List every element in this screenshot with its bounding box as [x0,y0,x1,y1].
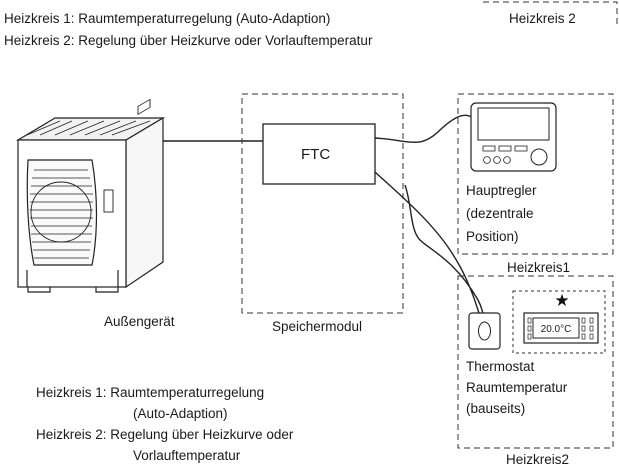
thermostat-label-2: Raumtemperatur [466,380,568,395]
outdoor-unit-icon [15,98,166,293]
thermostat-device-icon [523,312,599,344]
footer-line-2: (Auto-Adaption) [133,406,228,421]
thermostat-display-value: 20.0°C [541,324,572,335]
wire-ftc-controller [374,114,474,143]
thermostat-label-3: (bauseits) [466,401,526,416]
footer-line-1: Heizkreis 1: Raumtemperaturregelung [36,385,265,400]
main-controller-label-3: Position) [466,229,519,244]
ftc-box [262,123,376,185]
thermostat-box [512,290,606,354]
room-sensor-icon [468,312,501,350]
footer-line-4: Vorlauftemperatur [133,448,241,463]
header-line-2: Heizkreis 2: Regelung über Heizkurve ode… [4,33,373,48]
zone1-box [457,93,614,255]
zone2-label: Heizkreis2 [506,452,570,467]
zone1-label: Heizkreis1 [507,260,571,275]
storage-module-label: Speichermodul [272,319,363,334]
zone2-top-box [483,1,618,24]
star-icon: ★ [554,291,569,311]
top-zone2-label: Heizkreis 2 [509,11,576,26]
main-controller-label-1: Hauptregler [466,183,537,198]
thermostat-label-1: Thermostat [466,359,535,374]
main-controller-label-2: (dezentrale [466,206,534,221]
ftc-label: FTC [301,146,331,163]
header-line-1: Heizkreis 1: Raumtemperaturregelung (Aut… [4,11,331,26]
outdoor-unit-label: Außengerät [104,314,175,329]
footer-line-3: Heizkreis 2: Regelung über Heizkurve ode… [36,427,294,442]
main-controller-icon [470,102,557,172]
storage-module-box [241,93,404,314]
zone2-box [457,275,614,449]
